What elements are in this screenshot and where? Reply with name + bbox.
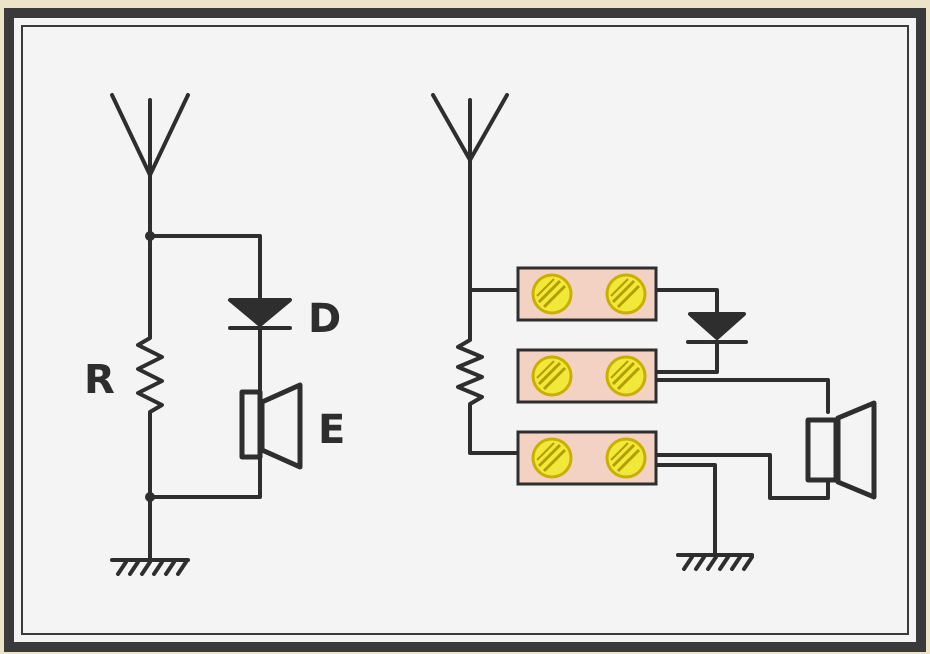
screw-terminal-icon — [605, 437, 647, 479]
earphone-wire-bottom — [653, 453, 830, 500]
terminal-strip-icon — [516, 266, 658, 322]
wiring-circuit — [431, 93, 877, 571]
resistor-icon — [136, 323, 164, 427]
earphone-label: E — [318, 407, 345, 453]
bottom-wire — [148, 455, 262, 499]
diode-wire-top — [653, 288, 719, 316]
screw-terminal-icon — [531, 355, 573, 397]
screw-terminal-icon — [531, 273, 573, 315]
diode-icon — [653, 312, 748, 374]
screw-terminal-icon — [605, 273, 647, 315]
terminal-strip-icon — [516, 348, 658, 404]
screw-terminal-icon — [531, 437, 573, 479]
resistor-label: R — [84, 357, 115, 403]
diode-label: D — [308, 296, 341, 342]
terminal-strip-icon — [516, 430, 658, 486]
resistor-icon — [456, 288, 484, 422]
antenna-icon — [110, 93, 190, 238]
top-wire — [148, 234, 262, 302]
schematic-circuit — [110, 93, 303, 576]
earphone-icon — [805, 400, 877, 500]
ground-wire — [653, 463, 717, 557]
diode-icon — [228, 298, 292, 394]
ground-icon — [110, 558, 190, 576]
earphone-wire-top — [653, 378, 830, 414]
antenna-icon — [431, 93, 509, 292]
screw-terminal-icon — [605, 355, 647, 397]
earphone-icon — [239, 382, 303, 470]
ground-icon — [676, 553, 754, 571]
